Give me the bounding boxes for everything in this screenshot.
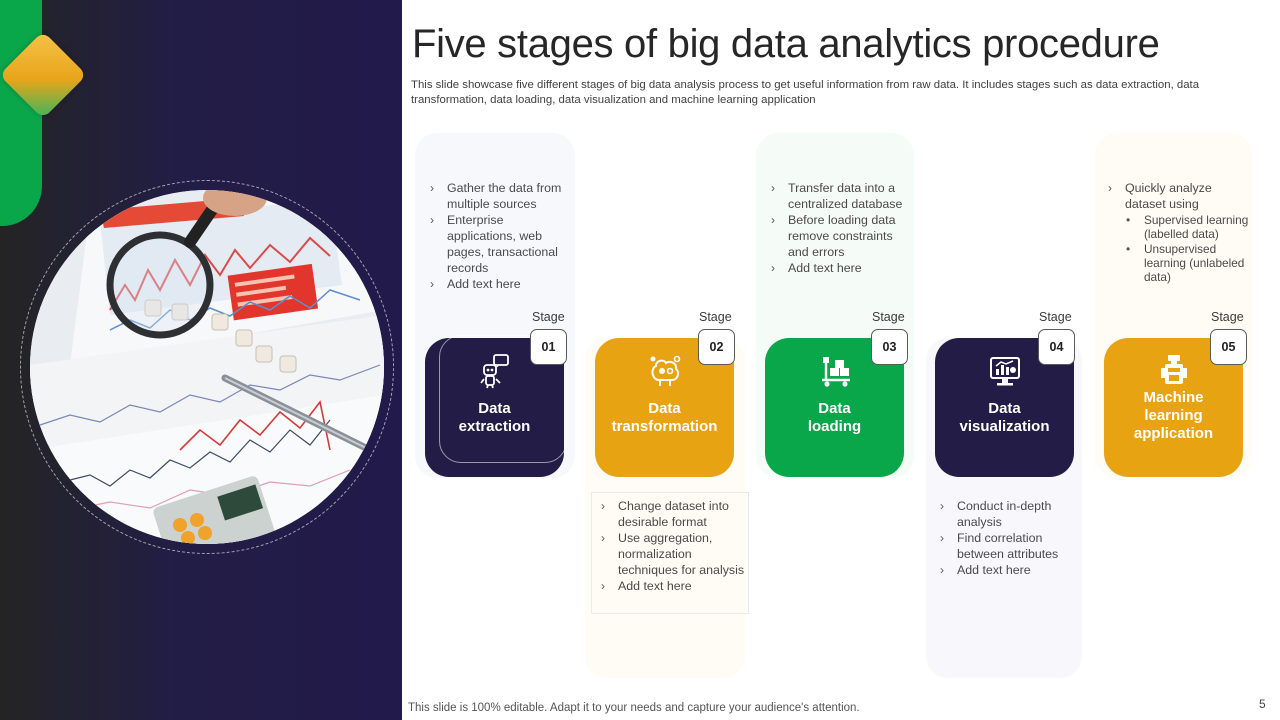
label-line: extraction [458, 418, 531, 435]
stage-3-label: Data loading [770, 400, 900, 436]
footer-note: This slide is 100% editable. Adapt it to… [408, 702, 860, 714]
stage-2-bullets: Change dataset into desirable format Use… [599, 498, 747, 594]
stage-5-caption: Stage [1211, 310, 1244, 324]
monitor-chart-icon [985, 353, 1025, 389]
stage-1-caption: Stage [532, 310, 565, 324]
bullet-item: Enterprise applications, web pages, tran… [428, 212, 573, 276]
stage-5-number-badge: 05 [1210, 329, 1247, 365]
bullet-item: Add text here [769, 260, 909, 276]
bullet-item: Add text here [599, 578, 747, 594]
bullet-item: Transfer data into a centralized databas… [769, 180, 909, 212]
sub-bullets: Supervised learning (labelled data) Unsu… [1125, 213, 1251, 284]
bullet-item: Quickly analyze dataset using Supervised… [1106, 180, 1251, 284]
stage-5-card[interactable]: Machine learning application [1104, 338, 1243, 477]
bullet-text: Quickly analyze dataset using [1125, 181, 1212, 211]
stage-1-number-badge: 01 [530, 329, 567, 365]
bullet-item: Add text here [938, 562, 1078, 578]
slide-subtitle: This slide showcase five different stage… [411, 79, 1200, 106]
photo-dashed-ring [20, 180, 394, 554]
robot-chat-icon [475, 353, 515, 389]
bullet-item: Gather the data from multiple sources [428, 180, 573, 212]
stage-2-number-badge: 02 [698, 329, 735, 365]
market-analysis-photo-icon [30, 190, 384, 544]
stage-4-number-badge: 04 [1038, 329, 1075, 365]
page-number: 5 [1259, 697, 1266, 711]
label-line: learning [1144, 407, 1203, 424]
label-line: Data [648, 400, 681, 417]
slide-title: Five stages of big data analytics proced… [412, 22, 1160, 66]
stage-2-caption: Stage [699, 310, 732, 324]
bullet-item: Conduct in-depth analysis [938, 498, 1078, 530]
bullet-item: Change dataset into desirable format [599, 498, 747, 530]
label-line: Data [478, 400, 511, 417]
stock-chart-photo [30, 190, 384, 544]
left-image-panel [0, 0, 402, 720]
bullet-item: Use aggregation, normalization technique… [599, 530, 747, 578]
green-accent-tab [0, 0, 42, 226]
stage-4-caption: Stage [1039, 310, 1072, 324]
label-line: Machine [1143, 389, 1204, 406]
bullet-item: Before loading data remove constraints a… [769, 212, 909, 260]
stage-2-label: Data transformation [600, 400, 730, 436]
bullet-item: Find correlation between attributes [938, 530, 1078, 562]
sub-bullet-item: Supervised learning (labelled data) [1125, 213, 1251, 242]
label-line: Data [988, 400, 1021, 417]
bullet-item: Add text here [428, 276, 573, 292]
brain-gear-icon [645, 353, 685, 389]
stage-3-caption: Stage [872, 310, 905, 324]
label-line: transformation [611, 418, 718, 435]
stage-1-bullets: Gather the data from multiple sources En… [428, 180, 573, 292]
stage-1-label: Data extraction [430, 400, 560, 436]
stage-4-label: Data visualization [940, 400, 1070, 436]
stage-5-bullets: Quickly analyze dataset using Supervised… [1106, 180, 1251, 284]
stage-3-bullets: Transfer data into a centralized databas… [769, 180, 909, 276]
sub-bullet-item: Unsupervised learning (unlabeled data) [1125, 242, 1251, 285]
stage-4-bullets: Conduct in-depth analysis Find correlati… [938, 498, 1078, 578]
stage-3-number-badge: 03 [871, 329, 908, 365]
stage-5-label: Machine learning application [1109, 389, 1239, 443]
label-line: application [1133, 425, 1214, 442]
robot-machine-icon [1154, 351, 1194, 387]
hand-truck-boxes-icon [815, 353, 855, 389]
label-line: visualization [959, 418, 1050, 435]
stage-2-text-frame [591, 492, 749, 614]
label-line: loading [807, 418, 862, 435]
label-line: Data [818, 400, 851, 417]
